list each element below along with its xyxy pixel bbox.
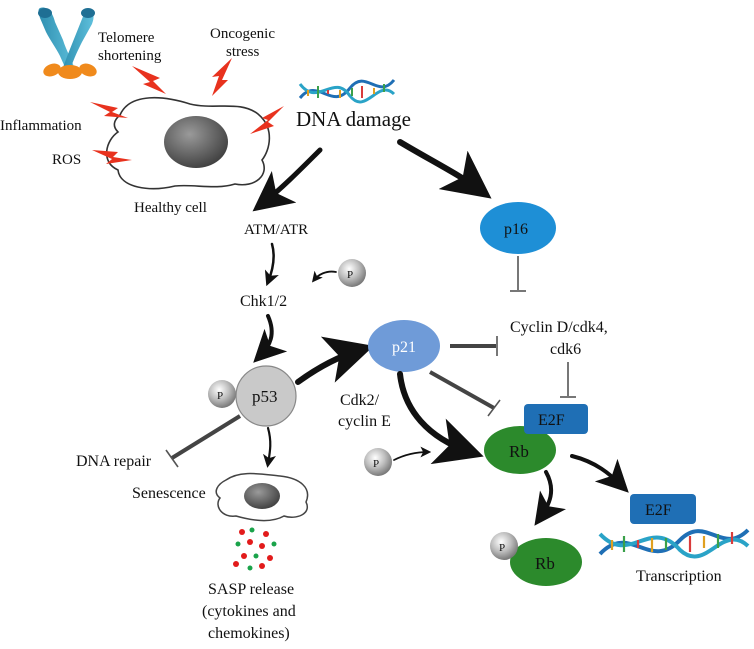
chk-label: Chk1/2 (240, 293, 287, 310)
sasp-line-2: (cytokines and (202, 603, 296, 620)
oncogenic-line-2: stress (226, 44, 259, 60)
arrow-dna-to-p16 (397, 139, 492, 199)
oncogenic-label: Oncogenic stress (210, 26, 279, 60)
arrow-p53-to-p21 (295, 336, 374, 385)
healthy-cell-icon (105, 96, 271, 190)
phospho-ball-chk: P (338, 259, 366, 287)
chromosome-icon (38, 7, 97, 79)
dna-damage-label: DNA damage (296, 107, 411, 131)
prb-label: Rb (535, 554, 555, 573)
lightning-icon-oncogenic (212, 58, 232, 96)
e2f-label: E2F (538, 412, 565, 429)
arrow-rb-to-prb (534, 470, 567, 526)
arrow-rb-to-e2f (570, 454, 629, 493)
dna-helix-icon-top (298, 78, 396, 104)
p21-node: p21 (368, 320, 440, 372)
lightning-icon-ros (92, 150, 132, 164)
phospho-label-chk: P (347, 269, 353, 281)
sasp-dots-icon (233, 527, 277, 571)
phospho-ball-p53: P (208, 380, 236, 408)
rb-node: Rb (484, 426, 556, 474)
lightning-icon-telomere (132, 66, 166, 94)
e2f-node: E2F (524, 404, 588, 434)
transcription-label: Transcription (636, 568, 722, 585)
inhibit-bar-rb (487, 399, 501, 417)
cdk2-line-2: cyclin E (338, 413, 391, 430)
p53-node: p53 (235, 365, 297, 427)
ros-label: ROS (52, 152, 81, 168)
phospho-label-p53: P (217, 390, 223, 402)
cyclin-d-line-1: Cyclin D/cdk4, (510, 319, 608, 336)
sasp-line-3: chemokines) (208, 625, 290, 642)
oncogenic-line-1: Oncogenic (210, 26, 275, 42)
phospho-rb-node: Rb (510, 538, 582, 586)
dna-repair-label: DNA repair (76, 453, 152, 470)
telomere-line-2: shortening (98, 48, 162, 64)
lightning-icon-dna (250, 106, 284, 134)
arrow-p53-to-senescence (263, 426, 277, 468)
e2f-free-node: E2F (630, 494, 696, 524)
p53-label: p53 (252, 387, 278, 406)
phospho-ball-rb: P (490, 532, 518, 560)
arrow-p21-to-rb (397, 371, 484, 465)
inhibit-p53-dna-repair (170, 414, 242, 460)
arrow-dna-to-atm (252, 147, 323, 212)
arrow-chk-to-p53 (253, 314, 288, 363)
p16-node: p16 (480, 202, 556, 254)
arrow-atm-to-chk (264, 242, 279, 287)
sasp-label: SASP release (cytokines and chemokines) (202, 581, 300, 642)
p16-label: p16 (504, 221, 528, 238)
cdk2-label: Cdk2/ cyclin E (338, 392, 391, 430)
rb-label: Rb (509, 442, 529, 461)
lightning-icon-inflammation (90, 102, 128, 118)
dna-helix-icon-bottom (598, 528, 750, 559)
inflammation-label: Inflammation (0, 118, 82, 134)
cyclin-d-label: Cyclin D/cdk4, cdk6 (510, 319, 612, 358)
telomere-label: Telomere shortening (98, 30, 162, 64)
telomere-line-1: Telomere (98, 30, 155, 46)
arrow-phospho-to-chk (311, 270, 337, 283)
phospho-label-cdk2: P (373, 458, 379, 470)
senescence-label: Senescence (132, 485, 206, 502)
inhibit-p21-rb (429, 370, 495, 410)
e2f-free-label: E2F (645, 502, 672, 519)
healthy-cell-label: Healthy cell (134, 200, 207, 216)
phospho-ball-cdk2: P (364, 448, 392, 476)
p21-label: p21 (392, 339, 416, 356)
cdk2-line-1: Cdk2/ (340, 392, 380, 409)
cyclin-d-line-2: cdk6 (550, 341, 581, 358)
inhibit-bar-dna-repair (165, 449, 179, 468)
senescent-cell-icon (215, 472, 309, 522)
sasp-line-1: SASP release (208, 581, 294, 598)
arrow-phospho-to-rb (393, 446, 432, 461)
phospho-label-rb: P (499, 542, 505, 554)
atm-atr-label: ATM/ATR (244, 222, 308, 238)
